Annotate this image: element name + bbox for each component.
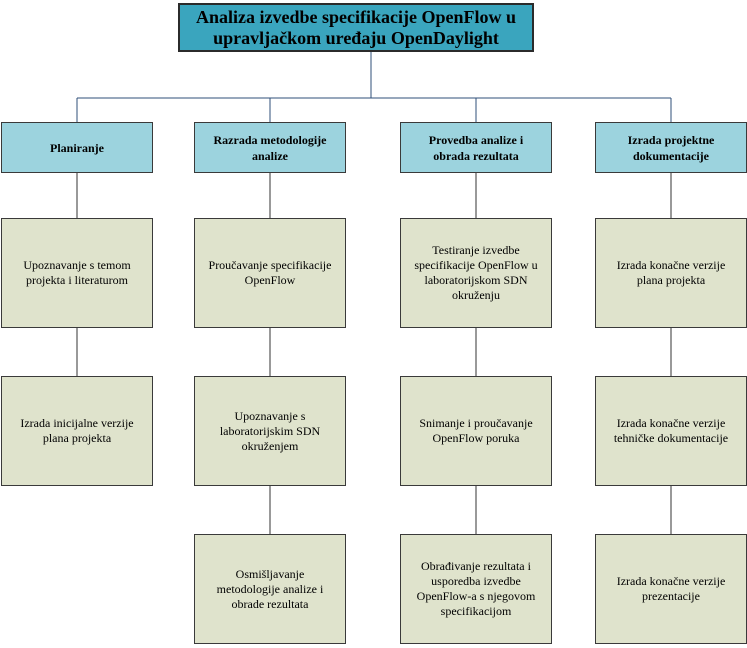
- task-label: Izrada inicijalne verzije plana projekta: [20, 416, 134, 445]
- task-node: Proučavanje specifikacije OpenFlow: [194, 218, 346, 328]
- root-node: Analiza izvedbe specifikacije OpenFlow u…: [178, 3, 534, 52]
- task-label: Izrada konačne verzije prezentacije: [616, 574, 726, 603]
- root-title: Analiza izvedbe specifikacije OpenFlow u…: [196, 6, 516, 48]
- phase-analysis: Provedba analize i obrada rezultata: [400, 122, 552, 173]
- phase-documentation: Izrada projektne dokumentacije: [595, 122, 747, 173]
- task-label: Upoznavanje s temom projekta i literatur…: [23, 258, 131, 287]
- phase-methodology: Razrada metodologije analize: [194, 122, 346, 173]
- phase-planning: Planiranje: [1, 122, 153, 173]
- task-node: Izrada konačne verzije tehničke dokument…: [595, 376, 747, 486]
- phase-label: Provedba analize i obrada rezultata: [428, 132, 524, 163]
- task-label: Upoznavanje s laboratorijskim SDN okruže…: [219, 408, 321, 453]
- phase-label: Razrada metodologije analize: [213, 132, 327, 163]
- task-label: Izrada konačne verzije plana projekta: [616, 258, 726, 287]
- task-node: Osmišljavanje metodologije analize i obr…: [194, 534, 346, 644]
- task-node: Obrađivanje rezultata i usporedba izvedb…: [400, 534, 552, 644]
- task-label: Proučavanje specifikacije OpenFlow: [208, 258, 332, 287]
- task-label: Izrada konačne verzije tehničke dokument…: [613, 416, 729, 445]
- task-label: Snimanje i proučavanje OpenFlow poruka: [419, 416, 533, 445]
- phase-label: Planiranje: [50, 140, 104, 155]
- task-label: Obrađivanje rezultata i usporedba izvedb…: [416, 559, 536, 618]
- phase-label: Izrada projektne dokumentacije: [627, 132, 715, 163]
- task-node: Izrada konačne verzije prezentacije: [595, 534, 747, 644]
- task-label: Osmišljavanje metodologije analize i obr…: [216, 566, 324, 611]
- task-node: Upoznavanje s temom projekta i literatur…: [1, 218, 153, 328]
- task-node: Snimanje i proučavanje OpenFlow poruka: [400, 376, 552, 486]
- task-node: Upoznavanje s laboratorijskim SDN okruže…: [194, 376, 346, 486]
- task-node: Izrada inicijalne verzije plana projekta: [1, 376, 153, 486]
- task-node: Izrada konačne verzije plana projekta: [595, 218, 747, 328]
- task-node: Testiranje izvedbe specifikacije OpenFlo…: [400, 218, 552, 328]
- task-label: Testiranje izvedbe specifikacije OpenFlo…: [414, 243, 538, 302]
